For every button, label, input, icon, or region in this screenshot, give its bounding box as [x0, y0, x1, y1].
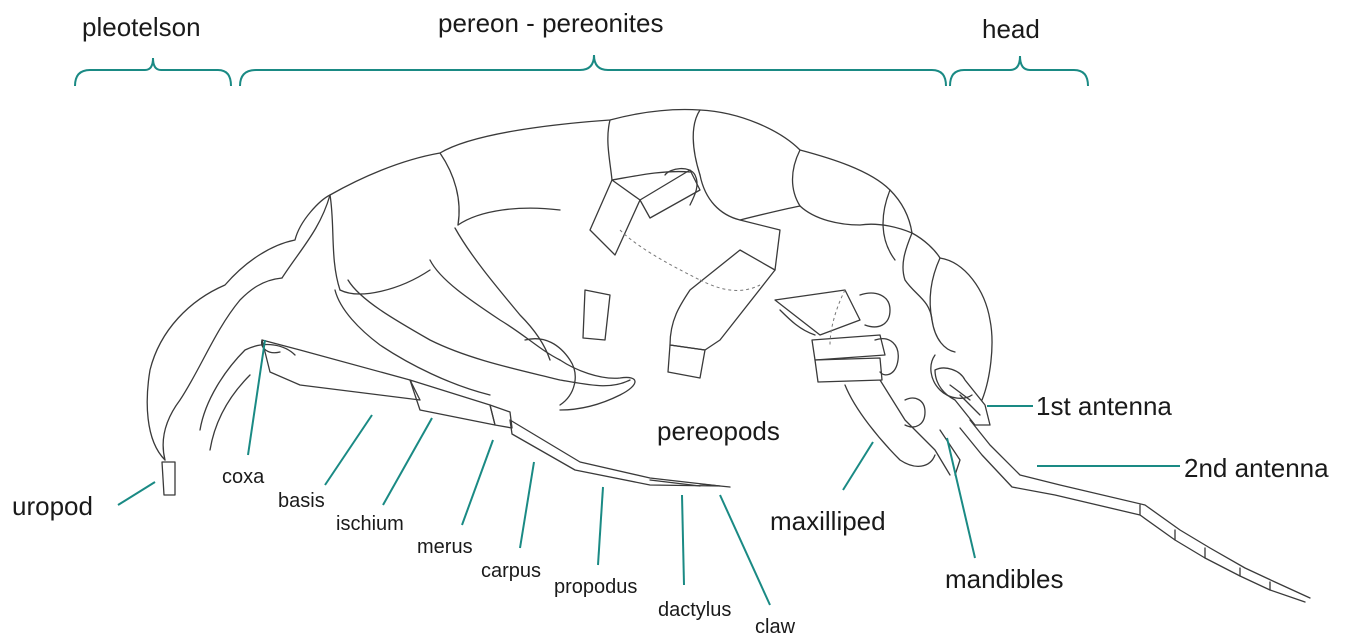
- antenna-1-shape: [935, 368, 990, 425]
- region-label-head: head: [982, 16, 1040, 42]
- label-carpus: carpus: [481, 561, 541, 581]
- carpus-leader: [520, 462, 534, 548]
- isopod-body: [147, 109, 1310, 602]
- ischium-leader: [383, 418, 432, 505]
- dactylus-leader: [682, 495, 684, 585]
- head-bracket: [950, 56, 1088, 86]
- label-2nd-antenna: 2nd antenna: [1184, 455, 1329, 481]
- label-mandibles: mandibles: [945, 566, 1064, 592]
- label-1st-antenna: 1st antenna: [1036, 393, 1172, 419]
- mandibles-leader: [947, 438, 975, 558]
- label-claw: claw: [755, 617, 795, 637]
- label-ischium: ischium: [336, 514, 404, 534]
- uropod-leader: [118, 482, 155, 505]
- pereopod-labeled: [262, 340, 730, 487]
- label-merus: merus: [417, 537, 473, 557]
- region-label-pleotelson: pleotelson: [82, 14, 201, 40]
- propodus-leader: [598, 487, 603, 565]
- maxilliped-leader: [843, 442, 873, 490]
- label-coxa: coxa: [222, 467, 264, 487]
- pleotelson-bracket: [75, 58, 231, 86]
- region-label-pereon: pereon - pereonites: [438, 10, 663, 36]
- region-brackets: [75, 55, 1088, 86]
- basis-leader: [325, 415, 372, 485]
- coxa-leader: [248, 340, 265, 455]
- label-dactylus: dactylus: [658, 600, 731, 620]
- head-shape: [930, 258, 955, 352]
- label-propodus: propodus: [554, 577, 637, 597]
- claw-leader: [720, 495, 770, 605]
- label-basis: basis: [278, 491, 325, 511]
- pleotelson-shape: [163, 278, 282, 460]
- label-uropod: uropod: [12, 493, 93, 519]
- dorsal-outline: [147, 109, 992, 460]
- label-maxilliped: maxilliped: [770, 508, 886, 534]
- pereon-bracket: [240, 55, 946, 86]
- uropod-shape: [162, 462, 175, 495]
- label-pereopods: pereopods: [657, 418, 780, 444]
- merus-leader: [462, 440, 493, 525]
